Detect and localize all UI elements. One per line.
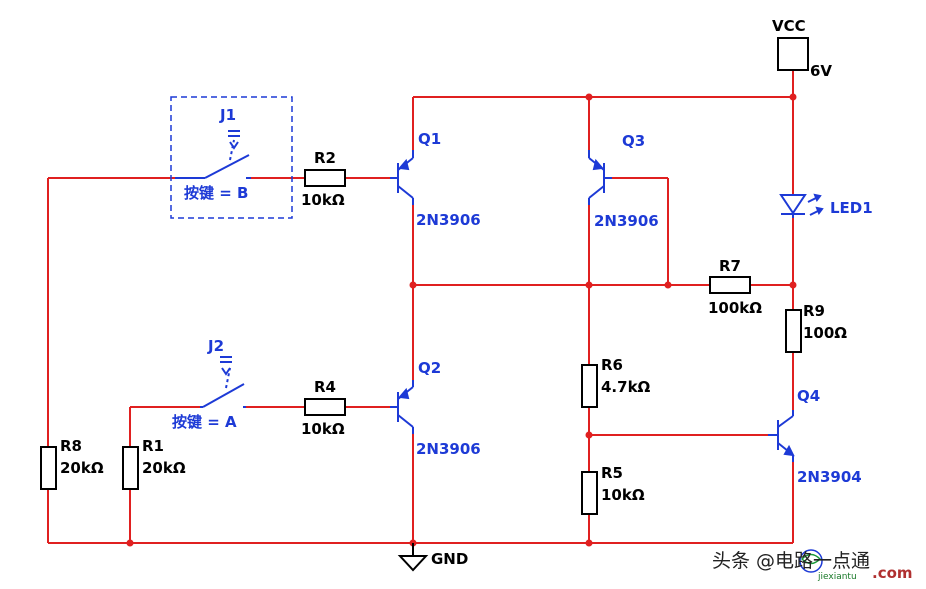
j2-key-label: 按键 = A bbox=[172, 413, 237, 431]
q1-model: 2N3906 bbox=[416, 211, 481, 229]
vcc-label: VCC bbox=[772, 17, 806, 35]
r5-body bbox=[581, 471, 598, 515]
r1-ref: R1 bbox=[142, 437, 164, 455]
r1-body bbox=[122, 446, 139, 490]
j1-key-label: 按键 = B bbox=[184, 184, 249, 202]
q3-transistor-icon bbox=[588, 150, 612, 205]
r9-ref: R9 bbox=[803, 302, 825, 320]
j1-switch-icon bbox=[170, 96, 293, 219]
q4-ref: Q4 bbox=[797, 387, 821, 405]
r8-body bbox=[40, 446, 57, 490]
r7-value: 100kΩ bbox=[708, 299, 763, 317]
q1-transistor-icon bbox=[390, 150, 414, 205]
vcc-source-icon bbox=[777, 37, 809, 71]
q2-transistor-icon bbox=[390, 380, 414, 434]
junctions bbox=[126, 93, 797, 547]
q4-model: 2N3904 bbox=[797, 468, 862, 486]
r2-value: 10kΩ bbox=[301, 191, 345, 209]
q3-ref: Q3 bbox=[622, 132, 646, 150]
r2-ref: R2 bbox=[314, 149, 336, 167]
q2-ref: Q2 bbox=[418, 359, 442, 377]
vcc-value: 6V bbox=[810, 62, 833, 80]
r6-ref: R6 bbox=[601, 356, 623, 374]
r1-value: 20kΩ bbox=[142, 459, 186, 477]
ground-icon bbox=[397, 543, 429, 572]
r2-body bbox=[304, 169, 346, 187]
q3-model: 2N3906 bbox=[594, 212, 659, 230]
led-icon bbox=[779, 193, 824, 218]
r5-ref: R5 bbox=[601, 464, 623, 482]
wires bbox=[47, 70, 794, 544]
j2-ref: J2 bbox=[208, 337, 225, 355]
r9-value: 100Ω bbox=[803, 324, 848, 342]
r6-body bbox=[581, 364, 598, 408]
led-ref: LED1 bbox=[830, 199, 873, 217]
r6-value: 4.7kΩ bbox=[601, 378, 651, 396]
q2-model: 2N3906 bbox=[416, 440, 481, 458]
watermark-text: 头条 @电路一点通 bbox=[712, 550, 871, 572]
r4-value: 10kΩ bbox=[301, 420, 345, 438]
watermark-site: jiexiantu bbox=[818, 572, 857, 582]
r4-ref: R4 bbox=[314, 378, 336, 396]
q4-transistor-icon bbox=[768, 410, 795, 462]
r8-value: 20kΩ bbox=[60, 459, 104, 477]
watermark-logo-icon bbox=[799, 549, 823, 573]
resistor-bodies bbox=[40, 169, 802, 515]
q1-ref: Q1 bbox=[418, 130, 442, 148]
r7-ref: R7 bbox=[719, 257, 741, 275]
watermark-domain: .com bbox=[872, 564, 913, 582]
r4-body bbox=[304, 398, 346, 416]
j1-ref: J1 bbox=[220, 106, 237, 124]
r8-ref: R8 bbox=[60, 437, 82, 455]
j2-switch-icon bbox=[200, 356, 246, 408]
r7-body bbox=[709, 276, 751, 294]
gnd-label: GND bbox=[431, 550, 469, 568]
r5-value: 10kΩ bbox=[601, 486, 645, 504]
r9-body bbox=[785, 309, 802, 353]
